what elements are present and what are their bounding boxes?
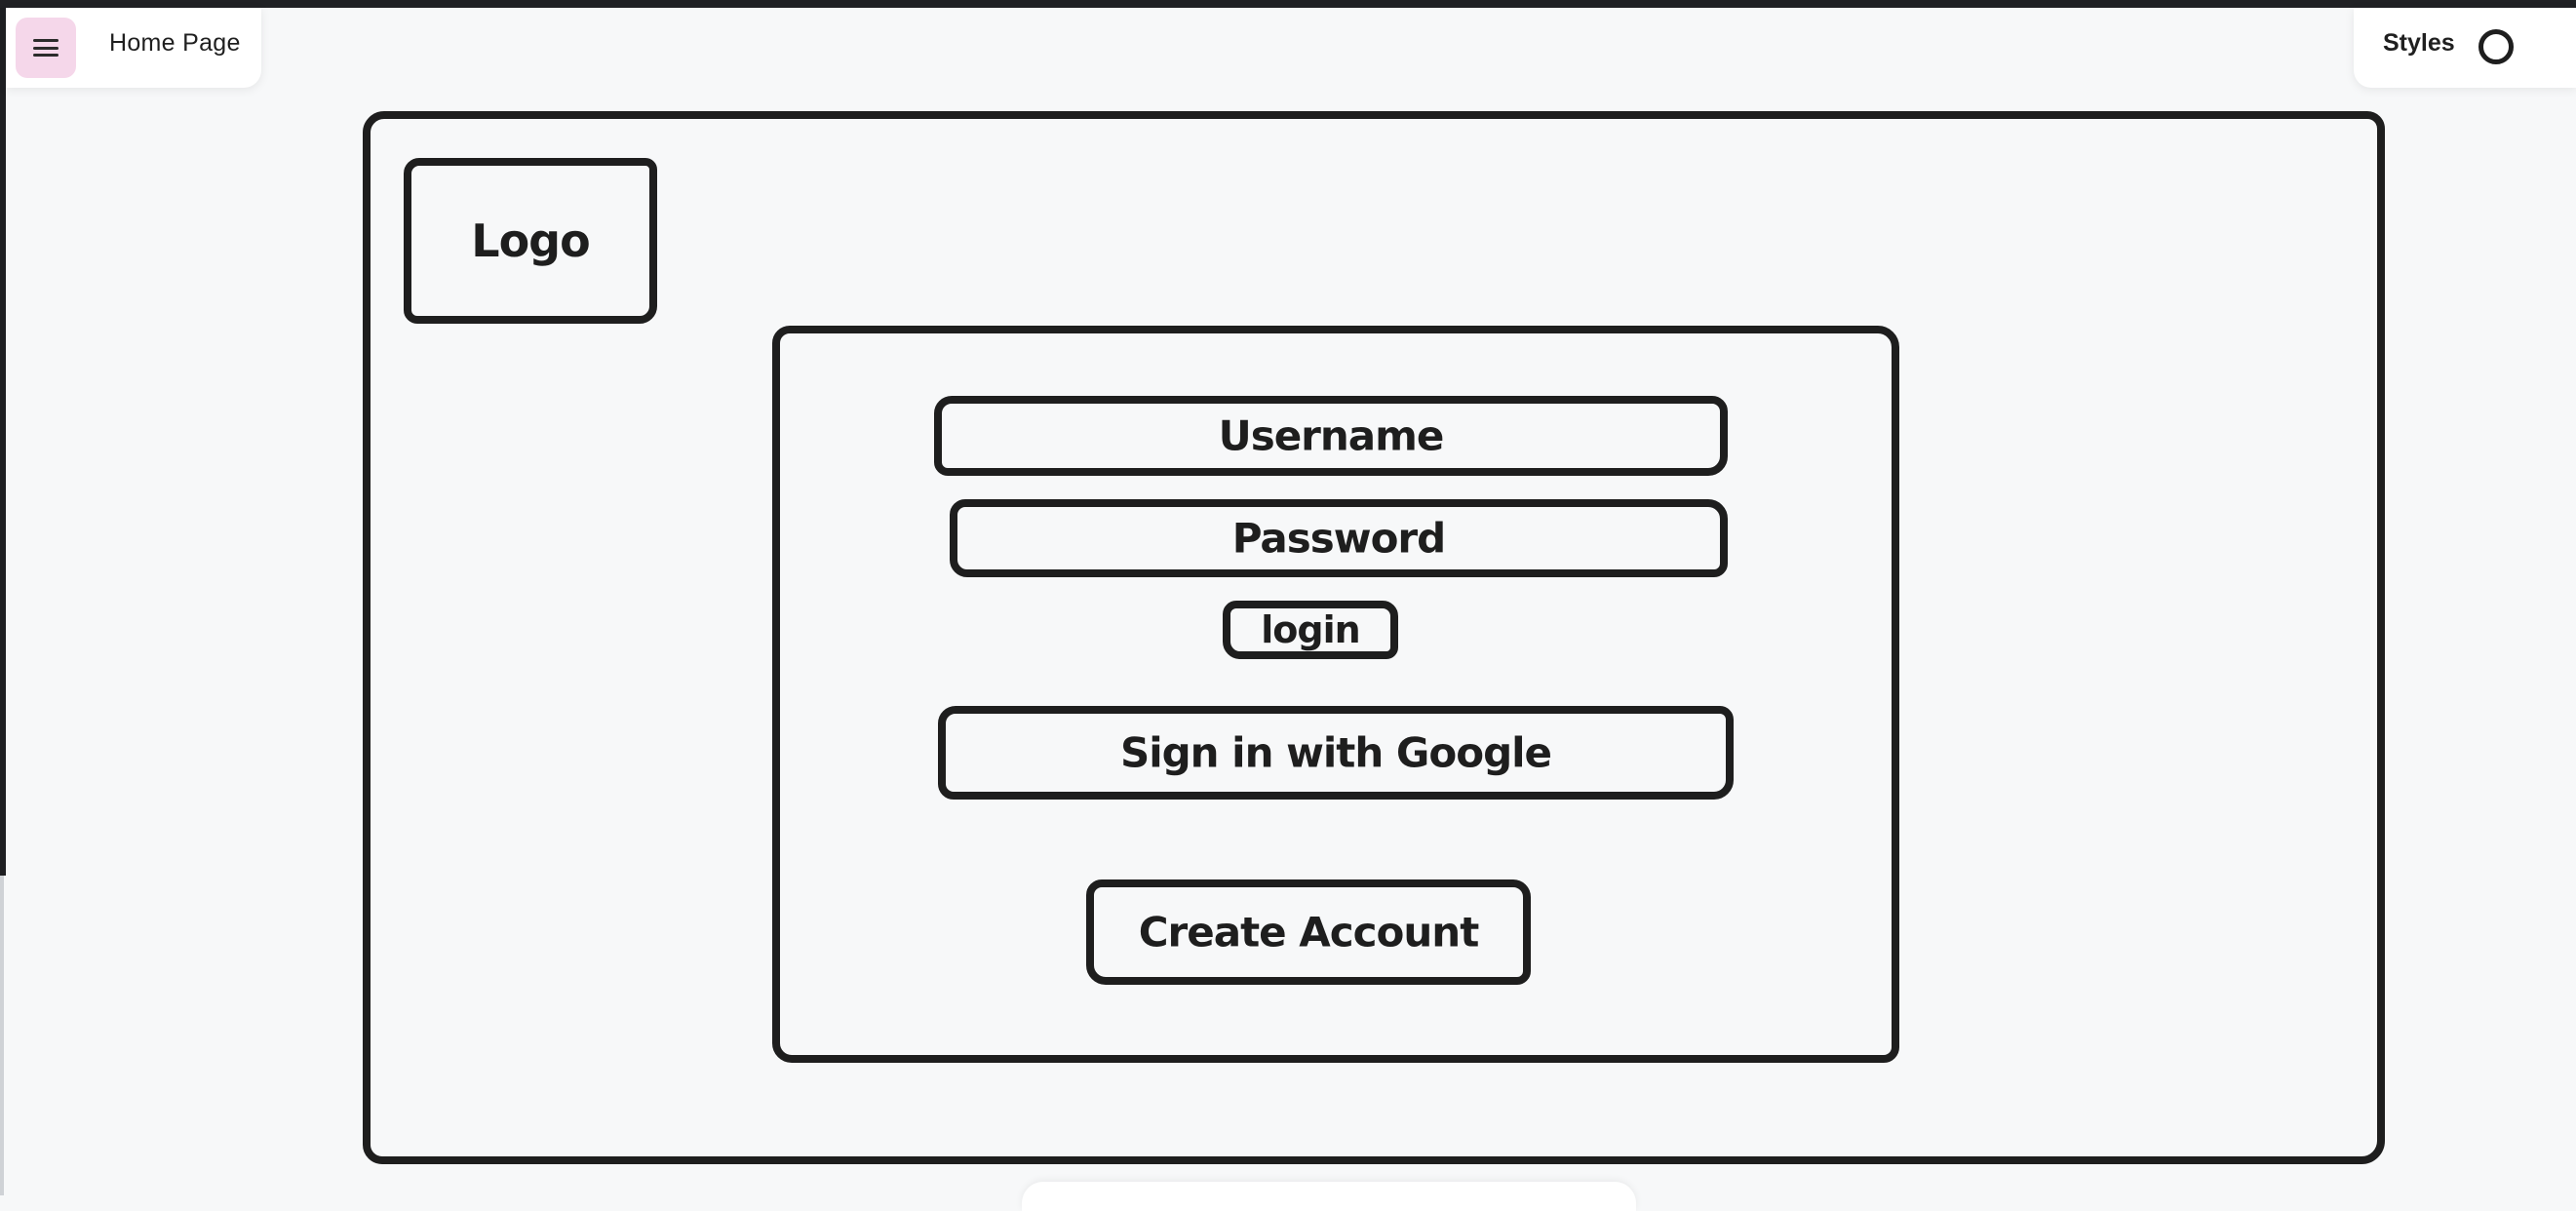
- window-top-bar: [0, 0, 2576, 8]
- username-label: Username: [1218, 411, 1445, 460]
- left-edge-panel: [0, 8, 6, 876]
- username-field-shape[interactable]: Username: [934, 396, 1728, 476]
- top-right-toolbar: Styles: [2354, 8, 2576, 88]
- login-label: login: [1261, 608, 1360, 651]
- left-edge-panel-lower: [0, 876, 4, 1195]
- circle-icon[interactable]: [2478, 29, 2514, 64]
- top-left-toolbar: Home Page: [6, 8, 261, 88]
- page-title[interactable]: Home Page: [109, 29, 241, 57]
- password-field-shape[interactable]: Password: [950, 499, 1728, 577]
- create-account-shape[interactable]: Create Account: [1086, 879, 1531, 985]
- google-label: Sign in with Google: [1119, 728, 1552, 777]
- page-frame-shape[interactable]: [363, 111, 2385, 1164]
- password-label: Password: [1231, 514, 1446, 563]
- login-button-shape[interactable]: login: [1223, 601, 1398, 659]
- bottom-toolbar[interactable]: [1022, 1182, 1636, 1211]
- logo-label: Logo: [471, 215, 590, 267]
- google-signin-shape[interactable]: Sign in with Google: [938, 706, 1734, 800]
- logo-shape[interactable]: Logo: [404, 158, 657, 324]
- styles-button[interactable]: Styles: [2383, 29, 2455, 57]
- create-account-label: Create Account: [1138, 908, 1480, 957]
- hamburger-menu-icon: [33, 39, 59, 57]
- menu-button[interactable]: [16, 18, 76, 78]
- login-panel-shape[interactable]: [772, 326, 1899, 1063]
